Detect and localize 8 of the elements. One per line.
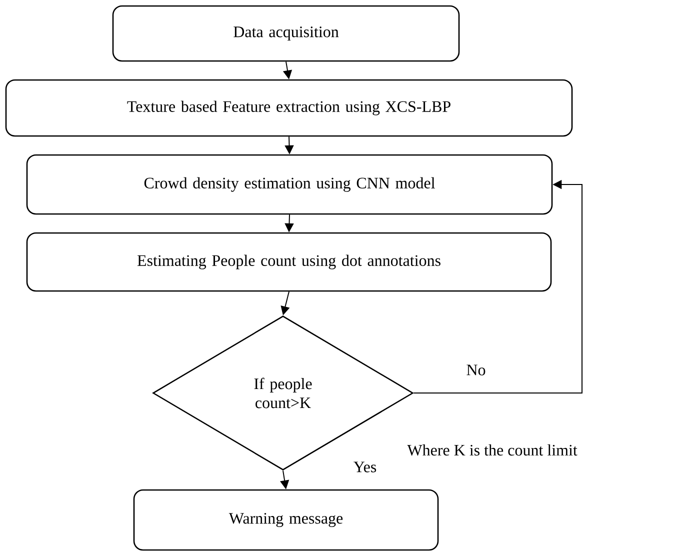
process-box: Texture based Feature extraction using XCS-LBP — [5, 79, 573, 137]
edge-label: No — [466, 364, 486, 376]
process-box: Estimating People count using dot annotations — [26, 232, 552, 292]
process-box: Warning message — [133, 489, 439, 551]
process-box: Crowd density estimation using CNN model — [26, 154, 553, 215]
process-box: Data acquisition — [112, 5, 460, 62]
note: Where K is the count limit — [407, 444, 578, 456]
edge-label: Yes — [354, 462, 376, 472]
